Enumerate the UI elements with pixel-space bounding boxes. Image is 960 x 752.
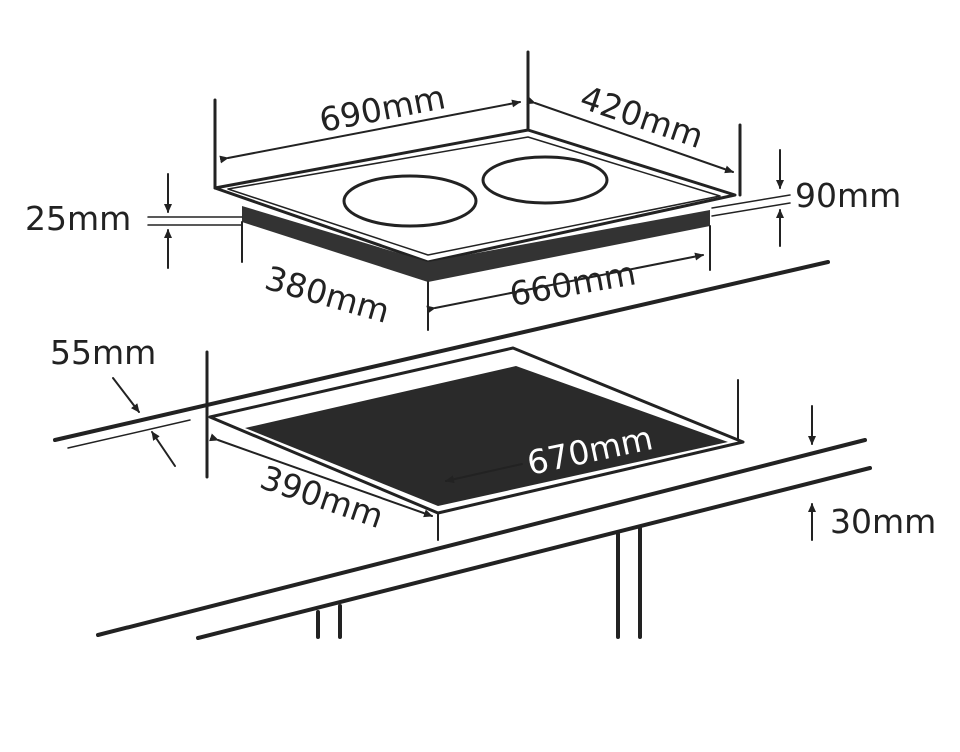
label-hob-thickness: 25mm <box>25 199 131 238</box>
label-worktop-thickness: 30mm <box>830 502 936 541</box>
label-hob-total-height: 90mm <box>795 176 901 215</box>
dim-line-cutout-width <box>445 463 523 484</box>
label-hob-depth: 420mm <box>575 78 708 156</box>
dim-line-hob-depth <box>526 96 734 174</box>
ext-line-height-top <box>711 194 791 209</box>
hob-drawing: 690mm 420mm 25mm 90mm 380mm 660mm <box>25 50 901 331</box>
arrow-edge-distance-out <box>151 431 176 467</box>
dim-line-body-width <box>426 252 704 314</box>
worktop-front-edge-bottom <box>196 466 872 640</box>
label-hob-width: 690mm <box>316 77 448 140</box>
cooking-zone-right <box>481 155 609 205</box>
dim-line-cutout-depth <box>209 433 433 518</box>
cooking-zone-left <box>342 174 478 228</box>
dim-line-hob-width <box>219 99 521 164</box>
arrow-edge-distance-in <box>112 377 140 413</box>
worktop-back-edge-lower <box>67 419 191 449</box>
worktop-front-edge-top <box>96 438 867 637</box>
ext-line-height-bottom <box>711 202 791 217</box>
worktop-drawing: 55mm 670mm 390mm 30mm <box>50 260 936 640</box>
label-hob-body-depth: 380mm <box>261 258 394 331</box>
worktop-back-edge <box>53 260 830 442</box>
label-cutout-edge-distance: 55mm <box>50 333 156 372</box>
